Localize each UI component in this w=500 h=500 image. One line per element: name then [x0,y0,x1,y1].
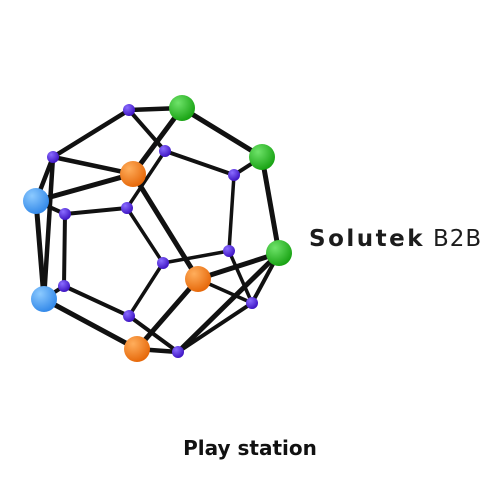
brand-wordmark: Solutek B2B [309,226,482,252]
dodecahedron-molecule-icon [23,95,292,362]
molecule-edges [33,105,282,355]
molecule-small-vertices [47,104,258,358]
molecule-green-atoms [169,95,292,266]
caption-text: Play station [183,436,317,460]
molecule-orange-atoms [120,161,211,362]
brand-name: Solutek [309,226,426,252]
molecule-blue-atoms [23,188,57,312]
brand-suffix: B2B [433,226,483,252]
